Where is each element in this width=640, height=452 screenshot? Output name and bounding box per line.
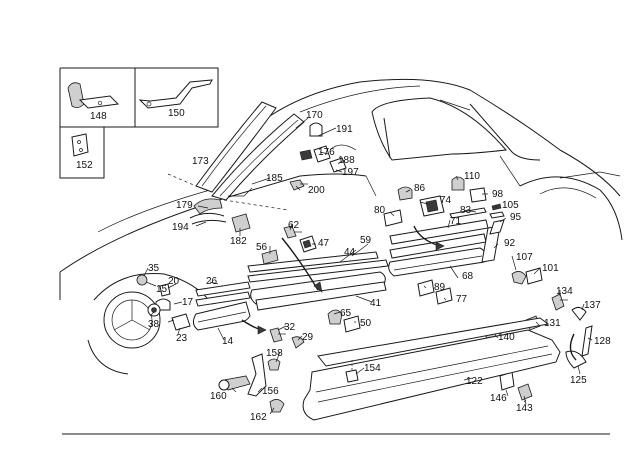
callout-23: 23 [176, 333, 188, 344]
callout-105: 105 [502, 200, 519, 211]
callout-65: 65 [340, 308, 352, 319]
callout-179: 179 [176, 200, 193, 211]
callout-173: 173 [192, 156, 209, 167]
callout-74: 74 [440, 195, 452, 206]
callout-80: 80 [374, 205, 386, 216]
rocker-panel-parts [302, 317, 561, 421]
callout-134: 134 [556, 286, 573, 297]
callout-26: 26 [206, 276, 218, 287]
callout-176: 176 [318, 147, 335, 158]
callout-83: 83 [460, 205, 472, 216]
door-molding-parts [192, 203, 505, 335]
callout-59: 59 [360, 235, 372, 246]
callout-101: 101 [542, 263, 559, 274]
callout-148: 148 [90, 111, 107, 122]
callout-77: 77 [456, 294, 468, 305]
leader-lines [143, 117, 593, 415]
callout-150: 150 [168, 108, 185, 119]
callout-17: 17 [182, 297, 194, 308]
callout-labels: 148 150 152 170 173 191 176 188 197 185 … [76, 108, 611, 423]
callout-152: 152 [76, 160, 93, 171]
callout-197: 197 [342, 167, 359, 178]
callout-62: 62 [288, 220, 300, 231]
callout-158: 158 [266, 348, 283, 359]
callout-191: 191 [336, 124, 353, 135]
callout-131: 131 [544, 318, 561, 329]
callout-140: 140 [498, 332, 515, 343]
callout-41: 41 [370, 298, 382, 309]
callout-110: 110 [464, 171, 480, 182]
callout-38: 38 [148, 319, 160, 330]
callout-56: 56 [256, 242, 268, 253]
callout-15: 15 [156, 284, 168, 295]
callout-20: 20 [168, 276, 180, 287]
callout-68: 68 [462, 271, 474, 282]
fastener-parts [136, 176, 593, 413]
callout-98: 98 [492, 189, 504, 200]
callout-32: 32 [284, 322, 296, 333]
callout-122: 122 [466, 376, 483, 387]
callout-194: 194 [172, 222, 189, 233]
callout-50: 50 [360, 318, 372, 329]
callout-188: 188 [338, 155, 355, 166]
callout-200: 200 [308, 185, 325, 196]
callout-14: 14 [222, 336, 234, 347]
callout-146: 146 [490, 393, 507, 404]
callout-86: 86 [414, 183, 426, 194]
callout-170: 170 [306, 110, 323, 121]
callout-143: 143 [516, 403, 533, 414]
callout-71: 71 [450, 216, 462, 227]
callout-92: 92 [504, 238, 516, 249]
callout-44: 44 [344, 247, 356, 258]
callout-125: 125 [570, 375, 587, 386]
pillar-trim-parts [167, 101, 347, 233]
detail-inset-boxes [59, 67, 219, 179]
callout-185: 185 [266, 173, 283, 184]
callout-156: 156 [262, 386, 279, 397]
callout-137: 137 [584, 300, 601, 311]
callout-107: 107 [516, 252, 533, 263]
callout-160: 160 [210, 391, 227, 402]
callout-128: 128 [594, 336, 611, 347]
callout-47: 47 [318, 238, 330, 249]
callout-182: 182 [230, 236, 247, 247]
callout-154: 154 [364, 363, 381, 374]
callout-95: 95 [510, 212, 522, 223]
callout-162: 162 [250, 412, 267, 423]
callout-35: 35 [148, 263, 160, 274]
callout-89: 89 [434, 282, 446, 293]
callout-29: 29 [302, 332, 314, 343]
